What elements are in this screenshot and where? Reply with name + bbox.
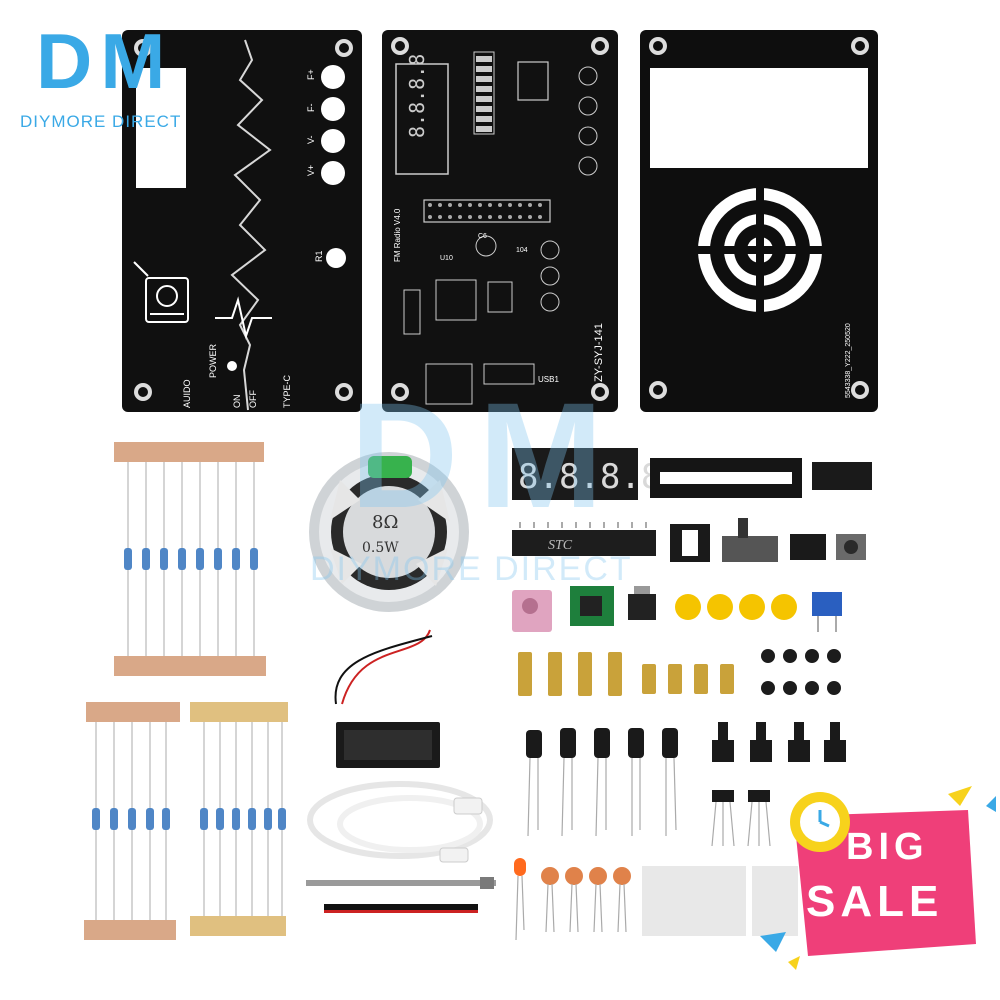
voltage-regulator [628, 586, 656, 620]
ceramic-caps-orange [541, 867, 631, 933]
label-f-minus: F- [306, 104, 316, 113]
pcb-main-board: 8.8.8.8 FM Radio V4.0 ZY-SYJ- [382, 30, 618, 412]
silkscreen-model: ZY-SYJ-141 [593, 323, 605, 382]
label-on: ON [232, 395, 242, 409]
brand-logo-mark: DM [36, 17, 174, 105]
pcb-back-panel: 5543338_Y222_250520 [640, 30, 878, 412]
watermark: DM DIYMORE DIRECT [310, 371, 720, 620]
ic-chip-small [812, 462, 872, 490]
protective-films [642, 866, 798, 936]
ic-socket-large [650, 458, 802, 498]
antenna [306, 877, 496, 913]
label-audio: AUIDO [182, 379, 192, 408]
speaker-power: 0.5W [362, 540, 399, 556]
silkscreen-c6: C6 [478, 233, 487, 240]
resistor-strip-6 [190, 702, 288, 936]
potentiometer [812, 592, 842, 632]
watermark-logo: DM [350, 371, 624, 539]
label-power: POWER [208, 343, 218, 378]
sale-badge: BIG SALE [790, 800, 970, 940]
chip-marking: STC [548, 538, 573, 553]
label-off: OFF [248, 390, 258, 408]
resistor-strip-8 [114, 442, 266, 676]
push-buttons [712, 722, 846, 762]
silkscreen-u10: U10 [440, 255, 453, 262]
electrolytic-capacitors [526, 728, 678, 837]
brand-logo: DM DIYMORE DIRECT [18, 22, 248, 142]
label-f-plus: F+ [306, 69, 316, 80]
slide-switch [722, 518, 778, 562]
label-r1: R1 [314, 250, 324, 262]
speaker-grille [695, 185, 825, 315]
ic-dip8 [790, 534, 826, 560]
label-v-plus: V+ [306, 165, 316, 176]
label-type-c: TYPE-C [282, 374, 292, 408]
silkscreen-board-name: FM Radio V4.0 [393, 208, 402, 262]
label-v-minus: V- [306, 135, 316, 144]
brand-logo-subtitle: DIYMORE DIRECT [20, 112, 182, 131]
audio-jack [512, 590, 552, 632]
speaker-impedance: 8Ω [372, 512, 398, 533]
silkscreen-serial: 5543338_Y222_250520 [845, 323, 852, 398]
ceramic-caps-yellow [675, 594, 797, 620]
sale-badge-shapes [760, 786, 996, 970]
sale-badge-line2: SALE [806, 877, 944, 926]
speaker: 8Ω 0.5W [309, 452, 469, 612]
pcb-front-panel: F+ F- V- V+ R1 POWER AUIDO ON OFF TYPE-C [122, 30, 362, 412]
tact-switch-small [836, 534, 866, 560]
fm-module [570, 586, 614, 626]
brass-standoffs [518, 652, 734, 696]
battery-holder [334, 629, 440, 768]
radio-icon [133, 261, 189, 323]
silkscreen-led-digits: 8.8.8.8 [405, 54, 429, 138]
stc-microcontroller: STC [512, 522, 656, 556]
sale-badge-line1: BIG [846, 826, 929, 868]
usb-cable [307, 781, 493, 863]
black-screws [761, 649, 841, 695]
watermark-subtitle: DIYMORE DIRECT [310, 550, 633, 588]
transistors [711, 790, 771, 847]
silkscreen-104: 104 [516, 247, 528, 254]
silkscreen-usb1: USB1 [538, 375, 559, 384]
clock-icon [800, 802, 840, 842]
red-led [514, 858, 526, 941]
resistor-strip-5 [84, 702, 180, 940]
ic-socket-8pin [670, 524, 710, 562]
